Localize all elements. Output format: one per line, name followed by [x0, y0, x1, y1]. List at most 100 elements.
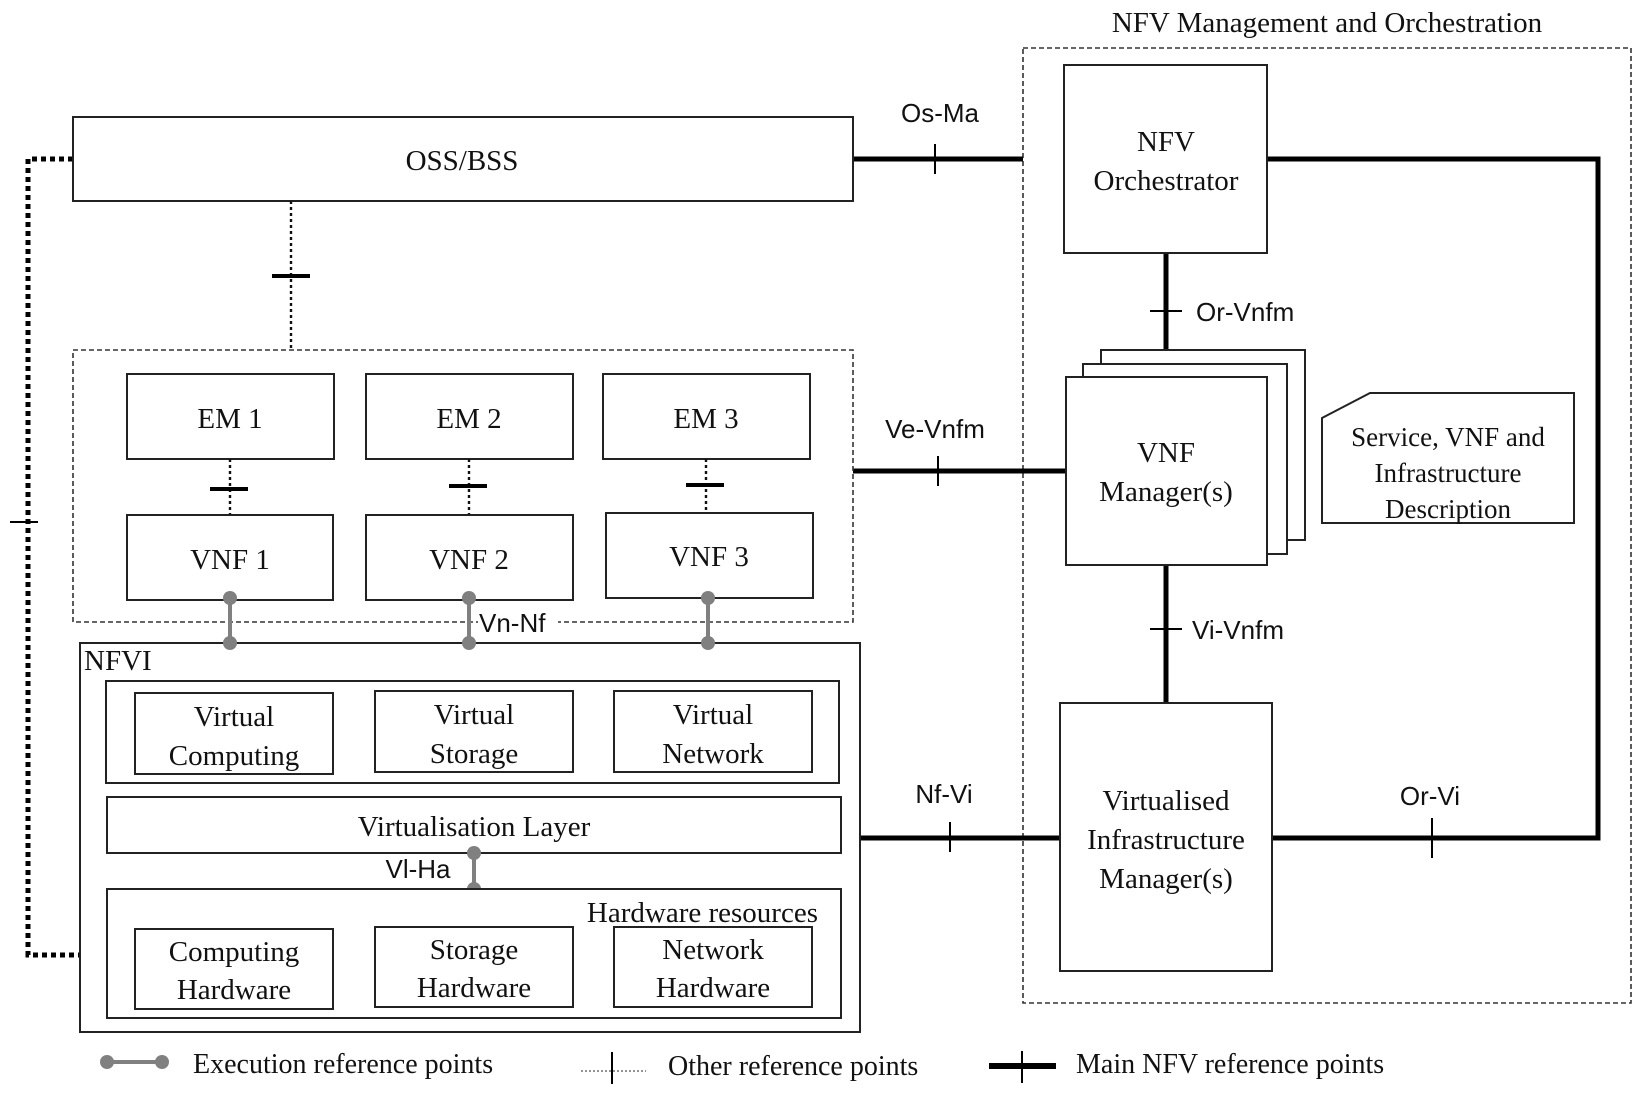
virtual-network-line-2: Network [662, 738, 764, 770]
or-vi-line [1267, 156, 1601, 841]
em-vnf-container [72, 349, 854, 623]
service-vnf-infrastructure-description[interactable]: Service, VNF and Infrastructure Descript… [1321, 392, 1575, 524]
vim-line-2: Infrastructure [1087, 824, 1245, 856]
svg-text:Description: Description [1385, 494, 1511, 524]
virtualisation-layer-label: Virtualisation Layer [358, 811, 591, 843]
vl-ha-exec-dot-top [467, 846, 481, 860]
oss-bss-label: OSS/BSS [406, 145, 519, 177]
vnf-3-box[interactable]: VNF 3 [605, 512, 814, 599]
vnf-3-label: VNF 3 [669, 541, 749, 573]
vnf1-exec-dot-bottom [223, 636, 237, 650]
vnf-1-box[interactable]: VNF 1 [126, 514, 334, 601]
legend-execution-icon [100, 1055, 169, 1069]
oss-to-hardware-dotted-line [25, 156, 108, 958]
virtual-computing-box[interactable]: Virtual Computing [134, 692, 334, 775]
vnf2-exec-dot-bottom [462, 636, 476, 650]
or-vi-label: Or-Vi [1400, 781, 1460, 811]
storage-hardware-line-2: Hardware [417, 972, 531, 1004]
svg-text:Virtual: Virtual [194, 701, 274, 733]
svg-text:Storage: Storage [430, 934, 519, 966]
description-line-1: Service, VNF and [1351, 422, 1545, 452]
svg-text:Hardware: Hardware [656, 972, 770, 1004]
em-2-label: EM 2 [436, 403, 501, 435]
em-2-box[interactable]: EM 2 [365, 373, 574, 460]
em-1-box[interactable]: EM 1 [126, 373, 335, 460]
vnf-manager-line-1: VNF [1137, 437, 1195, 469]
or-vnfm-label: Or-Vnfm [1196, 297, 1294, 327]
vim-line-1: Virtualised [1102, 785, 1230, 817]
description-line-3: Description [1385, 494, 1511, 524]
legend-other-label: Other reference points [668, 1051, 918, 1082]
vim-line-3: Manager(s) [1099, 863, 1233, 895]
em-3-label: EM 3 [673, 403, 738, 435]
vnf3-exec-dot-top [701, 591, 715, 605]
network-hardware-box[interactable]: Network Hardware [613, 926, 813, 1008]
svg-text:Hardware: Hardware [417, 972, 531, 1004]
network-hardware-line-1: Network [662, 934, 764, 966]
legend-other-icon [581, 1052, 646, 1084]
svg-text:NFV: NFV [1137, 126, 1195, 158]
vnf-manager-line-2: Manager(s) [1099, 476, 1233, 508]
vnf1-exec-dot-top [223, 591, 237, 605]
virtual-computing-line-2: Computing [169, 740, 300, 772]
orchestrator-line-1: NFV [1137, 126, 1195, 158]
virtualisation-layer-box[interactable]: Virtualisation Layer [106, 796, 842, 854]
svg-text:Virtualised: Virtualised [1102, 785, 1230, 817]
em-1-label: EM 1 [197, 403, 262, 435]
virtual-storage-line-2: Storage [430, 738, 519, 770]
vi-vnfm-label: Vi-Vnfm [1192, 615, 1284, 645]
svg-text:Virtual: Virtual [434, 699, 514, 731]
computing-hardware-line-2: Hardware [177, 974, 291, 1006]
vl-ha-label: Vl-Ha [385, 854, 451, 884]
oss-bss-box[interactable]: OSS/BSS [72, 116, 854, 202]
svg-text:Computing: Computing [169, 740, 300, 772]
vn-nf-execution-links [223, 591, 715, 650]
vnf-1-label: VNF 1 [190, 544, 270, 576]
mano-container [1022, 47, 1632, 1004]
storage-hardware-line-1: Storage [430, 934, 519, 966]
storage-hardware-box[interactable]: Storage Hardware [374, 926, 574, 1008]
vnf-manager-stack[interactable]: VNF Manager(s) [1065, 349, 1306, 566]
svg-text:Network: Network [662, 934, 764, 966]
os-ma-label: Os-Ma [901, 98, 980, 128]
ve-vnfm-label: Ve-Vnfm [885, 414, 985, 444]
virtual-network-box[interactable]: Virtual Network [613, 690, 813, 773]
legend-main-label: Main NFV reference points [1076, 1049, 1384, 1080]
svg-text:Service, VNF and: Service, VNF and [1351, 422, 1545, 452]
svg-text:Infrastructure: Infrastructure [1087, 824, 1245, 856]
virtual-storage-box[interactable]: Virtual Storage [374, 690, 574, 773]
computing-hardware-box[interactable]: Computing Hardware [134, 928, 334, 1010]
em-3-box[interactable]: EM 3 [602, 373, 811, 460]
mano-title: NFV Management and Orchestration [1112, 7, 1543, 39]
vnf3-exec-dot-bottom [701, 636, 715, 650]
legend-main-icon [989, 1051, 1056, 1083]
vnf-2-box[interactable]: VNF 2 [365, 514, 574, 601]
virtual-computing-line-1: Virtual [194, 701, 274, 733]
vn-nf-label-bg [478, 608, 558, 636]
virtualised-infrastructure-manager-box[interactable]: Virtualised Infrastructure Manager(s) [1059, 702, 1273, 972]
svg-text:VNF: VNF [1137, 437, 1195, 469]
virtual-network-line-1: Virtual [673, 699, 753, 731]
description-line-2: Infrastructure [1375, 458, 1522, 488]
svg-text:Network: Network [662, 738, 764, 770]
vn-nf-label: Vn-Nf [479, 608, 546, 638]
svg-text:Manager(s): Manager(s) [1099, 863, 1233, 895]
vnf-2-label: VNF 2 [429, 544, 509, 576]
svg-text:Manager(s): Manager(s) [1099, 476, 1233, 508]
svg-text:Computing: Computing [169, 936, 300, 968]
network-hardware-line-2: Hardware [656, 972, 770, 1004]
orchestrator-line-2: Orchestrator [1094, 165, 1239, 197]
svg-text:Infrastructure: Infrastructure [1375, 458, 1522, 488]
nf-vi-label: Nf-Vi [915, 779, 972, 809]
nfvi-title: NFVI [84, 645, 152, 677]
legend: Execution reference points Other referen… [100, 1049, 1384, 1084]
svg-text:Hardware: Hardware [177, 974, 291, 1006]
svg-text:Orchestrator: Orchestrator [1094, 165, 1239, 197]
computing-hardware-line-1: Computing [169, 936, 300, 968]
vnf2-exec-dot-top [462, 591, 476, 605]
svg-text:Storage: Storage [430, 738, 519, 770]
nfv-orchestrator-box[interactable]: NFV Orchestrator [1063, 64, 1268, 254]
svg-text:Virtual: Virtual [673, 699, 753, 731]
hardware-resources-title: Hardware resources [587, 897, 818, 929]
